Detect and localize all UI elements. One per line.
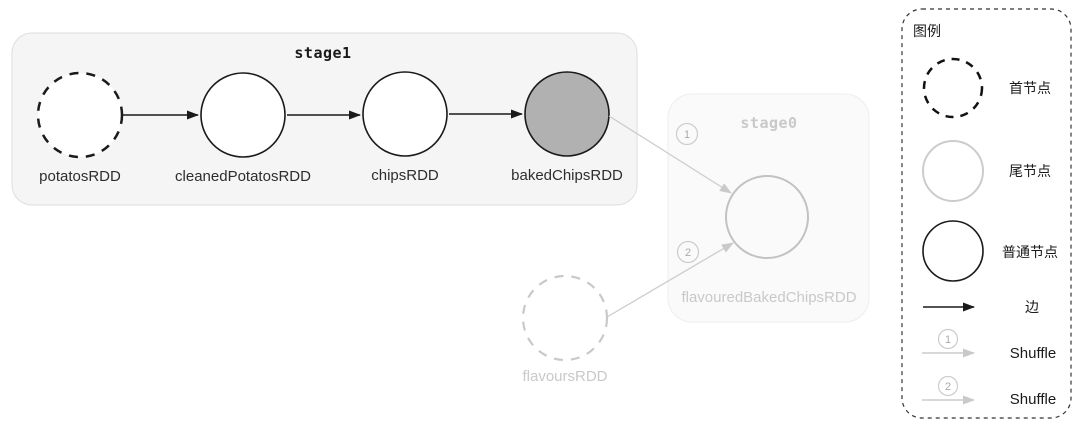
stage0-group: stage0 flavouredBakedChipsRDD <box>667 93 870 323</box>
legend-group: 图例 首节点 尾节点 普通节点 边 1 Shuffle 2 Shuffle <box>901 8 1072 419</box>
node-flavouredBakedChipsRDD <box>725 175 809 259</box>
label-bakedChipsRDD: bakedChipsRDD <box>511 167 623 184</box>
label-cleanedPotatosRDD: cleanedPotatosRDD <box>175 168 311 185</box>
label-chipsRDD: chipsRDD <box>371 167 439 184</box>
flavours-group: flavoursRDD <box>521 274 609 385</box>
legend-title: 图例 <box>913 23 941 39</box>
stage0-title: stage0 <box>740 114 797 132</box>
legend-head-node-icon <box>922 57 984 119</box>
shuffle-edge-1 <box>608 115 732 194</box>
legend-tail-node-label: 尾节点 <box>1009 163 1051 179</box>
shuffle-edge-2 <box>606 242 734 318</box>
legend-shuffle2-badge-num: 2 <box>945 381 951 393</box>
shuffle-badge-2-circle <box>676 240 700 264</box>
shuffle-badge-1-circle <box>675 122 699 146</box>
label-potatosRDD: potatosRDD <box>39 168 121 185</box>
node-potatosRDD <box>36 71 124 159</box>
node-chipsRDD <box>362 71 448 157</box>
legend-shuffle1-label: Shuffle <box>1010 345 1056 362</box>
label-flavouredBakedChipsRDD: flavouredBakedChipsRDD <box>681 289 856 306</box>
stage1-title: stage1 <box>294 44 351 62</box>
label-flavoursRDD: flavoursRDD <box>522 368 607 385</box>
node-flavoursRDD <box>521 274 609 362</box>
legend-shuffle2-label: Shuffle <box>1010 391 1056 408</box>
stage1-group: stage1 potatosRDD cleanedPotatosRDD chip… <box>11 32 638 206</box>
legend-shuffle2-badge-circle <box>937 375 959 397</box>
node-bakedChipsRDD <box>524 71 610 157</box>
legend-shuffle1-badge-num: 1 <box>945 334 951 346</box>
legend-edge-label: 边 <box>1025 299 1039 315</box>
stage1-box <box>11 32 638 206</box>
shuffle-edges-group: 1 2 <box>606 115 734 318</box>
legend-shuffle1-badge-circle <box>937 328 959 350</box>
legend-normal-node-label: 普通节点 <box>1002 244 1058 260</box>
node-cleanedPotatosRDD <box>200 72 286 158</box>
shuffle-badge-2-num: 2 <box>685 247 691 259</box>
shuffle-badge-1-num: 1 <box>684 129 690 141</box>
legend-head-node-label: 首节点 <box>1009 80 1051 96</box>
legend-tail-node-icon <box>922 140 984 202</box>
legend-normal-node-icon <box>922 220 984 282</box>
